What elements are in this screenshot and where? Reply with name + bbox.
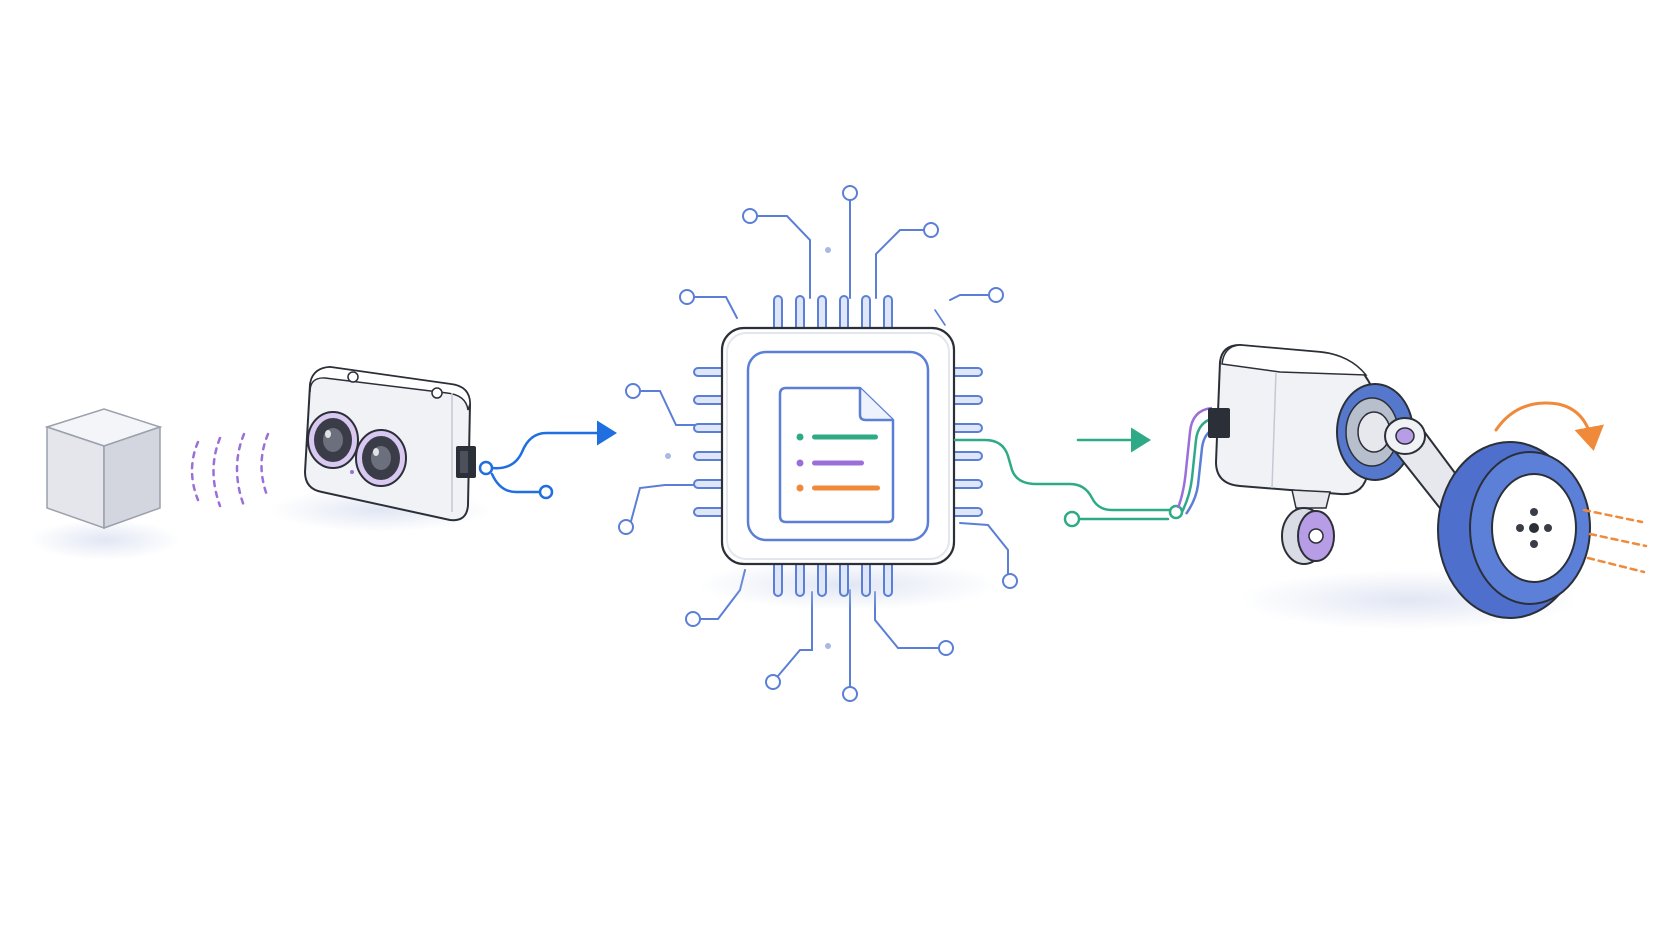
document-line — [812, 434, 878, 440]
chip-pin — [883, 295, 893, 333]
sonar-waves — [190, 432, 270, 508]
chip-pin — [839, 559, 849, 597]
chip-pin — [861, 295, 871, 333]
chip-pin — [795, 559, 805, 597]
chip-pin — [817, 559, 827, 597]
servo-motor-wheel-icon — [1176, 343, 1591, 630]
motion-lines — [1582, 508, 1648, 574]
document-line — [812, 460, 864, 466]
chip-pin — [883, 559, 893, 597]
document-line — [812, 485, 880, 491]
chip-pin — [817, 295, 827, 333]
chip-pin — [773, 559, 783, 597]
microchip-icon — [693, 295, 998, 610]
circuit-traces — [618, 185, 1018, 702]
chip-pin — [839, 295, 849, 333]
ultrasonic-sensor-icon — [270, 365, 490, 532]
chip-pin — [795, 295, 805, 333]
document-bullet — [796, 433, 804, 441]
edge-controller-to-actuator — [953, 427, 1184, 528]
rotation-arrow-icon — [1494, 401, 1604, 451]
edge-sensor-to-controller — [478, 420, 617, 500]
cube-icon — [30, 408, 180, 560]
document-bullet — [796, 484, 804, 492]
chip-pin — [861, 559, 871, 597]
document-bullet — [796, 459, 804, 467]
document-icon — [778, 386, 895, 524]
chip-pin — [773, 295, 783, 333]
